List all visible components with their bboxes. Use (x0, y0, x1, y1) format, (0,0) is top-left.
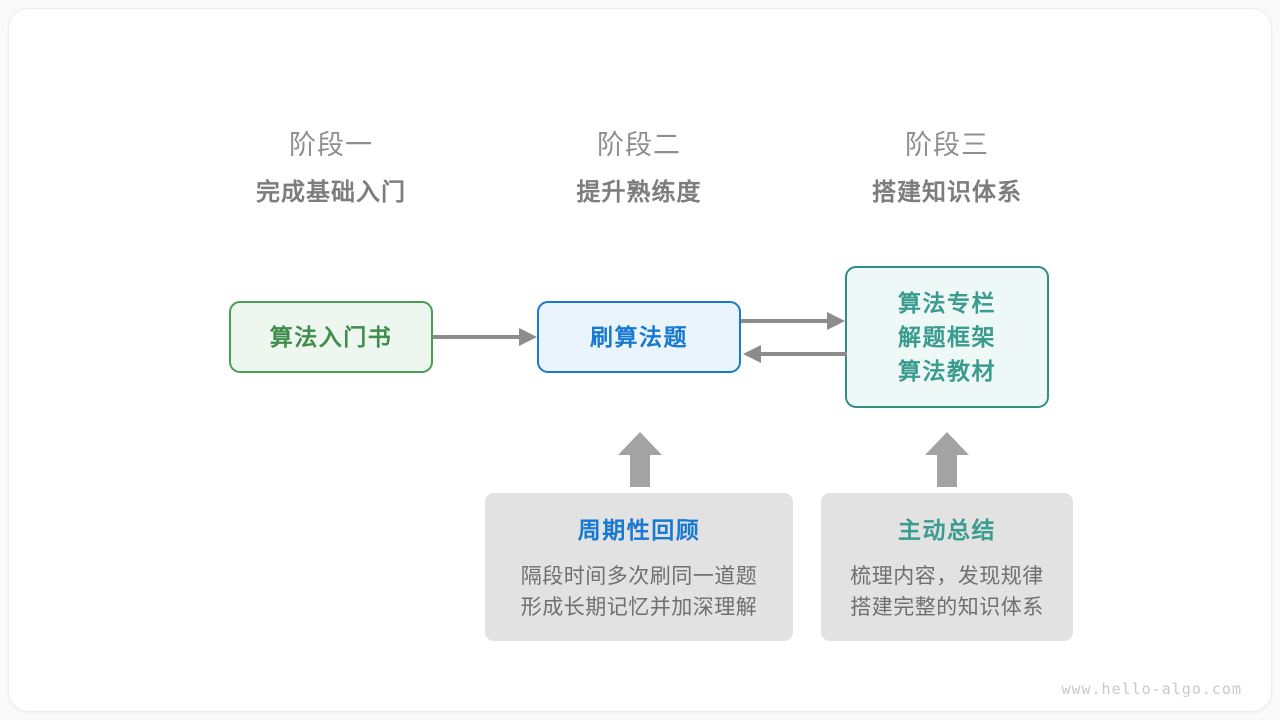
watermark-url: www.hello-algo.com (1061, 680, 1242, 698)
stage-2-title: 提升熟练度 (576, 179, 702, 206)
stage-column-2: 阶段二 提升熟练度 (519, 128, 759, 208)
arrow-resources-to-practice-icon (743, 345, 847, 363)
arrow-practice-to-resources-icon (741, 312, 845, 330)
tip-summary-title: 主动总结 (898, 517, 996, 543)
node-resources-line-3: 算法教材 (898, 358, 996, 384)
arrow-book-to-practice-icon (433, 328, 537, 346)
tip-review-line-2: 形成长期记忆并加深理解 (520, 596, 758, 619)
node-resources-line-1: 算法专栏 (898, 290, 996, 316)
node-resources-line-2: 解题框架 (898, 324, 996, 350)
node-learning-resources[interactable]: 算法专栏 解题框架 算法教材 (845, 266, 1049, 408)
stage-3-title: 搭建知识体系 (872, 179, 1022, 206)
tip-card-periodic-review[interactable]: 周期性回顾 隔段时间多次刷同一道题 形成长期记忆并加深理解 (485, 493, 793, 641)
arrow-summary-up-icon (925, 432, 969, 487)
tip-review-line-1: 隔段时间多次刷同一道题 (520, 565, 758, 588)
stage-2-number: 阶段二 (597, 130, 681, 160)
stage-1-number: 阶段一 (289, 130, 373, 160)
tip-summary-line-1: 梳理内容，发现规律 (850, 565, 1044, 588)
node-practice-line-1: 刷算法题 (590, 324, 688, 350)
stage-3-number: 阶段三 (905, 130, 989, 160)
stage-column-1: 阶段一 完成基础入门 (211, 128, 451, 208)
stage-column-3: 阶段三 搭建知识体系 (827, 128, 1067, 208)
node-algorithm-intro-book[interactable]: 算法入门书 (229, 301, 433, 373)
tip-review-title: 周期性回顾 (577, 517, 701, 543)
stage-1-title: 完成基础入门 (256, 179, 406, 206)
tip-card-active-summary[interactable]: 主动总结 梳理内容，发现规律 搭建完整的知识体系 (821, 493, 1073, 641)
tip-summary-line-2: 搭建完整的知识体系 (850, 596, 1044, 619)
node-practice-problems[interactable]: 刷算法题 (537, 301, 741, 373)
node-book-line-1: 算法入门书 (269, 324, 393, 350)
arrow-review-up-icon (618, 432, 662, 487)
